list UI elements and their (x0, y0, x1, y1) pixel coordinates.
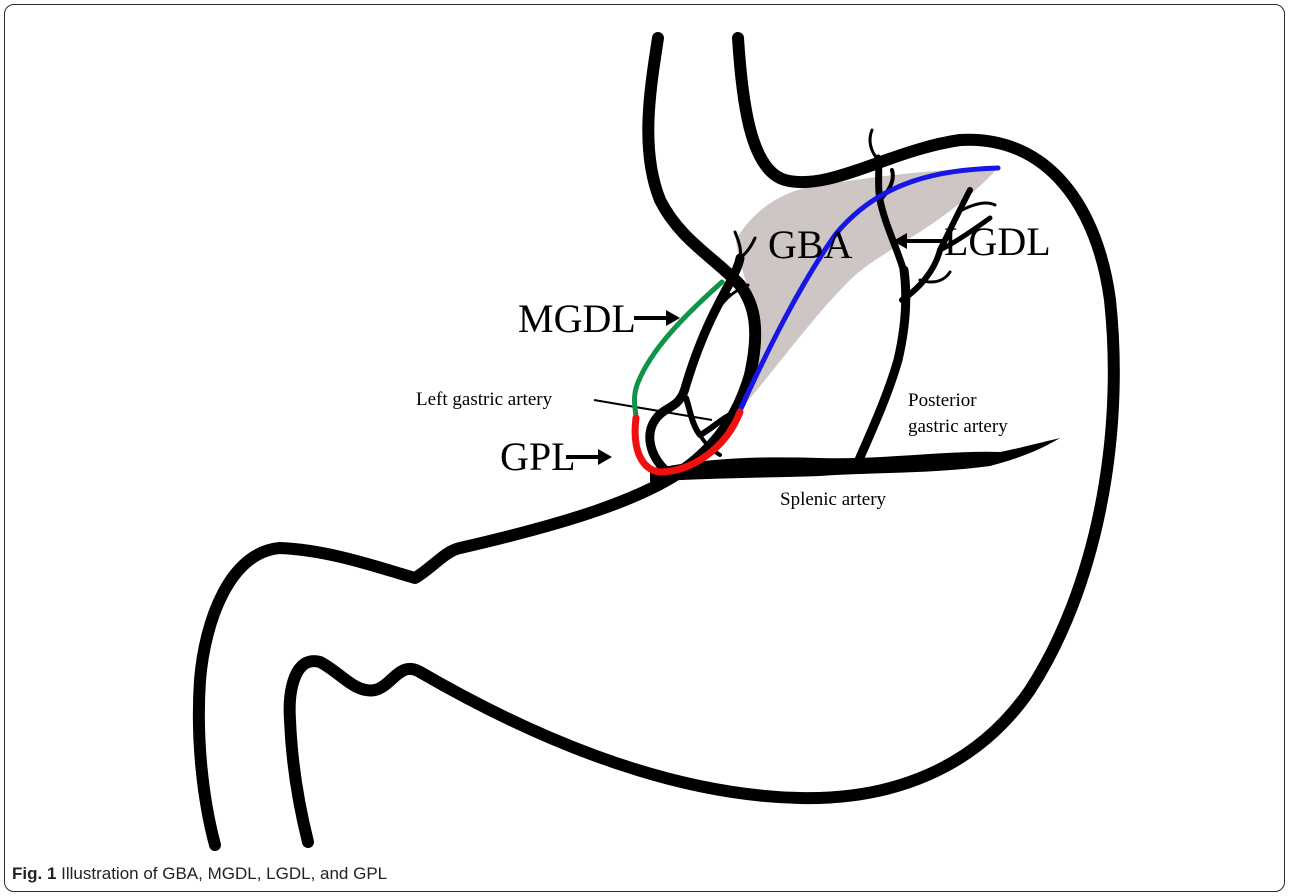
lgdl-label: LGDL (944, 219, 1051, 264)
splenic-artery-label: Splenic artery (780, 489, 887, 510)
figure-number: Fig. 1 (12, 864, 56, 883)
stomach-outline-lesser (199, 38, 755, 845)
posterior-gastric-label-line1: Posterior (908, 390, 977, 411)
left-gastric-artery-label: Left gastric artery (416, 389, 553, 410)
figure-caption: Fig. 1 Illustration of GBA, MGDL, LGDL, … (12, 864, 387, 884)
posterior-gastric-label-line2: gastric artery (908, 416, 1008, 437)
gba-label: GBA (768, 222, 853, 267)
caption-text: Illustration of GBA, MGDL, LGDL, and GPL (61, 864, 387, 883)
gpl-label: GPL (500, 434, 576, 479)
left-gastric-artery (650, 232, 755, 470)
mgdl-label: MGDL (518, 296, 636, 341)
mgdl-arrow (634, 310, 680, 326)
